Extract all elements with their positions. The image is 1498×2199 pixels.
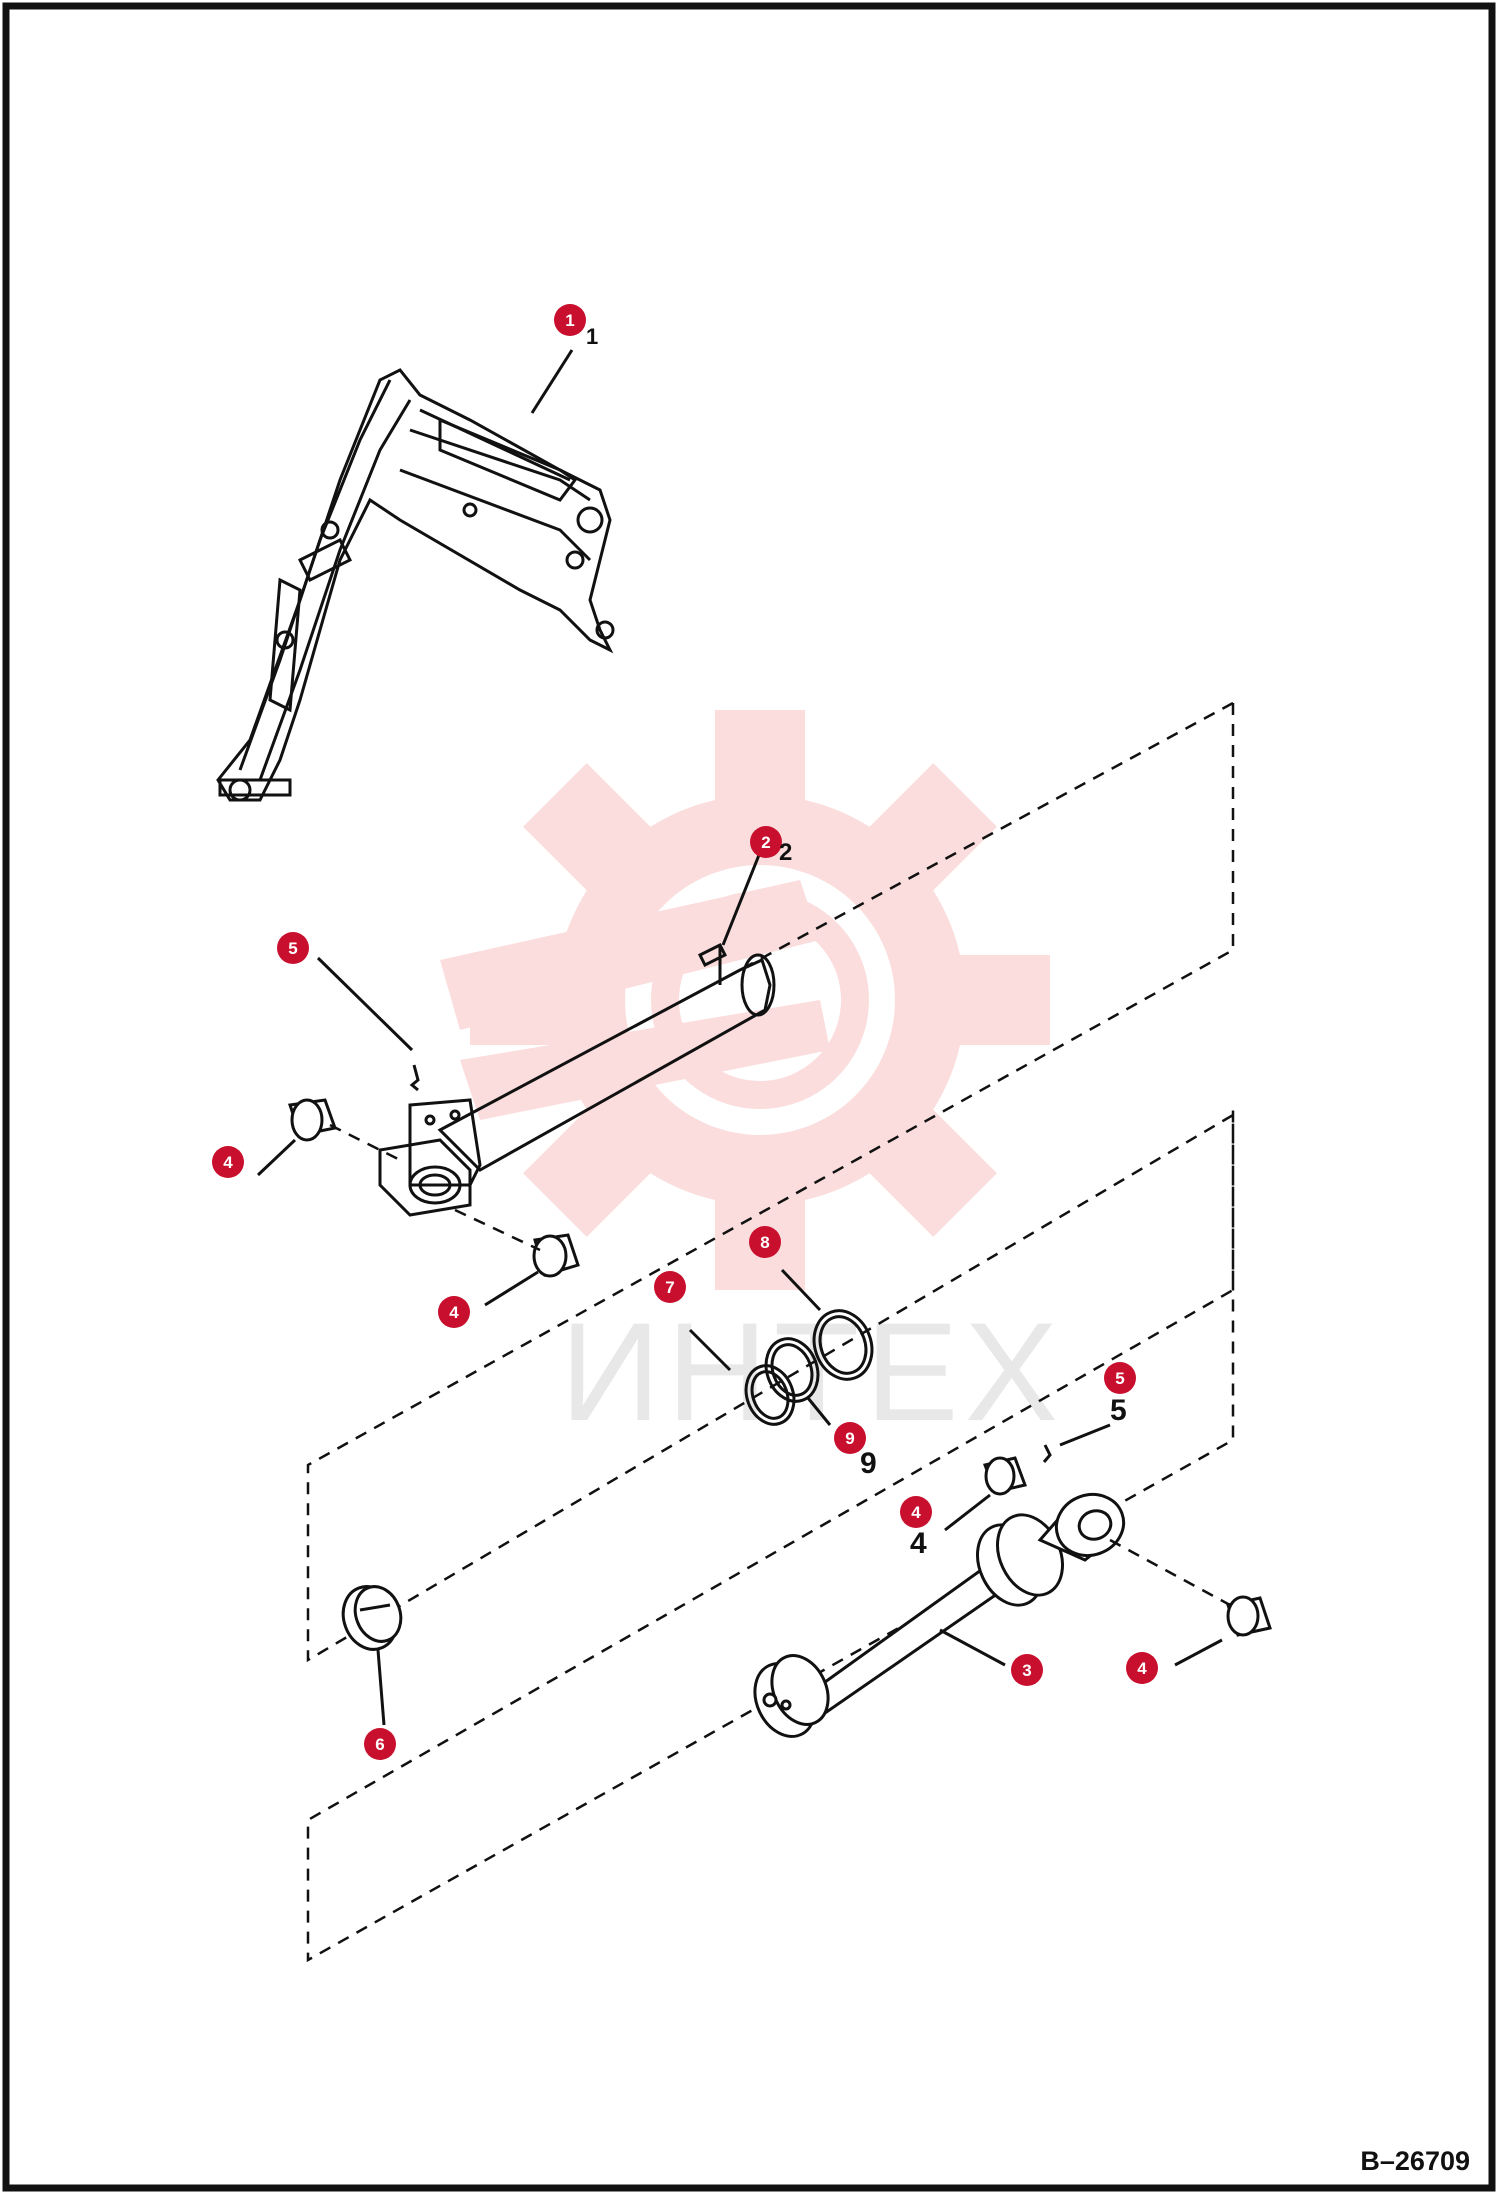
leader-line-2: [721, 844, 765, 946]
assembly-dash-lower: [1109, 1538, 1231, 1607]
assembly-dash-top: [739, 701, 1234, 972]
bushing-upper-right: [532, 1233, 580, 1278]
callout-5a: 5: [277, 932, 309, 964]
svg-text:5: 5: [1115, 1369, 1124, 1388]
bushing-lower-left: [983, 1456, 1027, 1496]
callout-2: 2: [750, 826, 782, 858]
trailing-number-9: 9: [860, 1447, 877, 1480]
callout-4d: 4: [1126, 1652, 1158, 1684]
svg-text:1: 1: [565, 311, 574, 330]
assembly-dash-envelope: [306, 703, 1235, 1963]
callout-4b: 4: [438, 1296, 470, 1328]
bushing-lower-right: [1226, 1595, 1272, 1637]
callout-4a: 4: [212, 1146, 244, 1178]
leader-line-7: [688, 1328, 732, 1372]
callout-1: 1: [554, 304, 586, 336]
callout-9: 9: [834, 1422, 866, 1454]
trailing-number-4c: 4: [910, 1527, 927, 1560]
assembly-dash-upper: [329, 1123, 541, 1252]
svg-text:9: 9: [845, 1429, 854, 1448]
svg-text:4: 4: [911, 1503, 921, 1522]
callout-8: 8: [749, 1226, 781, 1258]
svg-text:4: 4: [223, 1153, 233, 1172]
gland-nut-drawing: [341, 1585, 403, 1651]
cylinder-barrel-drawing: [378, 942, 776, 1217]
leader-line-6: [376, 1649, 386, 1726]
svg-text:6: 6: [375, 1735, 384, 1754]
svg-text:4: 4: [449, 1303, 459, 1322]
seal-rings: [744, 1309, 874, 1426]
boom-arm-drawing: [216, 368, 615, 802]
piston-rod-drawing: [753, 1493, 1126, 1738]
leader-line-4a: [256, 1138, 297, 1177]
leader-line-4d: [1174, 1638, 1223, 1667]
svg-text:8: 8: [760, 1233, 769, 1252]
trailing-number-1: 1: [586, 324, 598, 349]
drawing-code: B–26709: [1360, 2146, 1470, 2176]
callout-4c: 4: [900, 1496, 932, 1528]
svg-text:2: 2: [761, 833, 770, 852]
svg-text:5: 5: [288, 939, 297, 958]
leader-line-5b: [1059, 1423, 1111, 1447]
svg-text:7: 7: [665, 1278, 674, 1297]
callout-3: 3: [1011, 1654, 1043, 1686]
svg-text:4: 4: [1137, 1659, 1147, 1678]
leader-line-9: [806, 1397, 832, 1426]
leader-line-5a: [316, 956, 414, 1052]
leader-line-1: [530, 349, 574, 414]
grease-fitting: [1042, 1444, 1052, 1463]
callout-6: 6: [364, 1728, 396, 1760]
callout-5b: 5: [1104, 1362, 1136, 1394]
leader-line-8: [780, 1268, 822, 1312]
trailing-number-5b: 5: [1110, 1394, 1127, 1427]
trailing-number-2: 2: [779, 839, 792, 866]
watermark-text: ИНТЕХ: [560, 1293, 1064, 1450]
leader-line-4c: [944, 1493, 991, 1532]
svg-text:3: 3: [1022, 1661, 1031, 1680]
leader-line-3: [939, 1628, 1006, 1667]
bushing-upper-left: [288, 1098, 337, 1142]
leader-line-4b: [484, 1270, 539, 1307]
callout-7: 7: [654, 1271, 686, 1303]
